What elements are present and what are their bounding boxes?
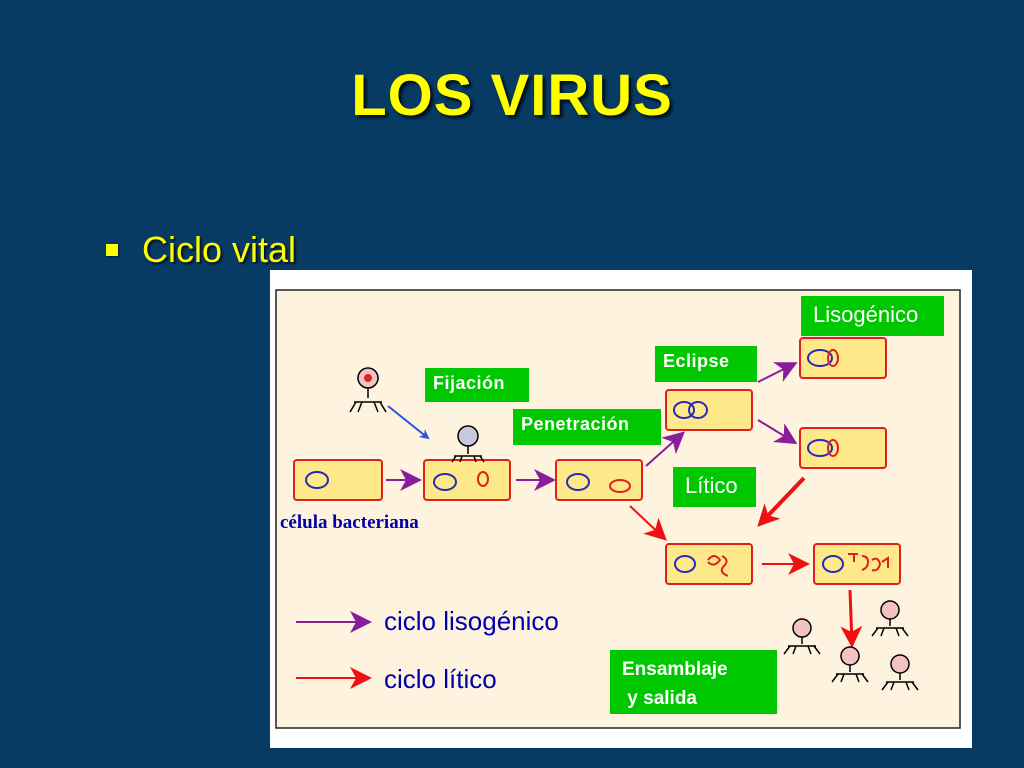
label-litico: Lítico [673,467,756,507]
bullet-text: Ciclo vital [142,229,297,270]
cell-penetration [555,459,643,501]
bacteriophage-icon-released-4 [881,654,919,691]
bullet-item: Ciclo vital [106,226,296,274]
label-eclipse: Eclipse [655,346,757,382]
arrow-eclipse-to-lysogenic-upper [757,362,798,383]
label-ensamblaje-line1: Ensamblaje [622,659,728,680]
label-ensamblaje-line2: y salida [622,688,697,709]
bullet-square-icon [106,244,118,256]
bacteriophage-icon-free [349,367,387,413]
bacteriophage-icon-released-2 [871,600,909,637]
cell-lysogenic-lower [799,427,887,469]
arrow-penetration-to-eclipse [645,431,685,467]
legend-litic-text: ciclo lítico [384,664,497,694]
cell-lytic-replication [665,543,753,585]
arrow-penetration-to-lytic [629,505,667,541]
bacteriophage-icon-released-1 [783,618,821,655]
cell-lytic-assembly [813,543,901,585]
legend-lisogenic-text: ciclo lisogénico [384,606,559,636]
virus-life-cycle-diagram [270,270,972,748]
label-ensamblaje-salida: Ensamblaje y salida [610,650,777,714]
bacteriophage-icon-released-3 [831,646,869,683]
label-penetracion: Penetración [513,409,661,445]
cell-lysogenic-upper [799,337,887,379]
arrow-eclipse-to-lysogenic-lower [757,419,798,445]
label-celula-bacteriana: célula bacteriana [280,512,419,533]
cell-eclipse [665,389,753,431]
bacteriophage-icon-attached [451,425,485,463]
bacterial-cell [293,459,383,501]
diagram-canvas [275,289,961,729]
label-lisogenico: Lisogénico [801,296,944,336]
arrow-virus-entry [387,405,430,440]
arrow-assembly-to-release [840,589,863,648]
arrow-lysogenic-to-lytic [757,476,806,527]
cell-attachment [423,459,511,501]
slide-title: LOS VIRUS [351,63,673,128]
label-fijacion: Fijación [425,368,529,402]
